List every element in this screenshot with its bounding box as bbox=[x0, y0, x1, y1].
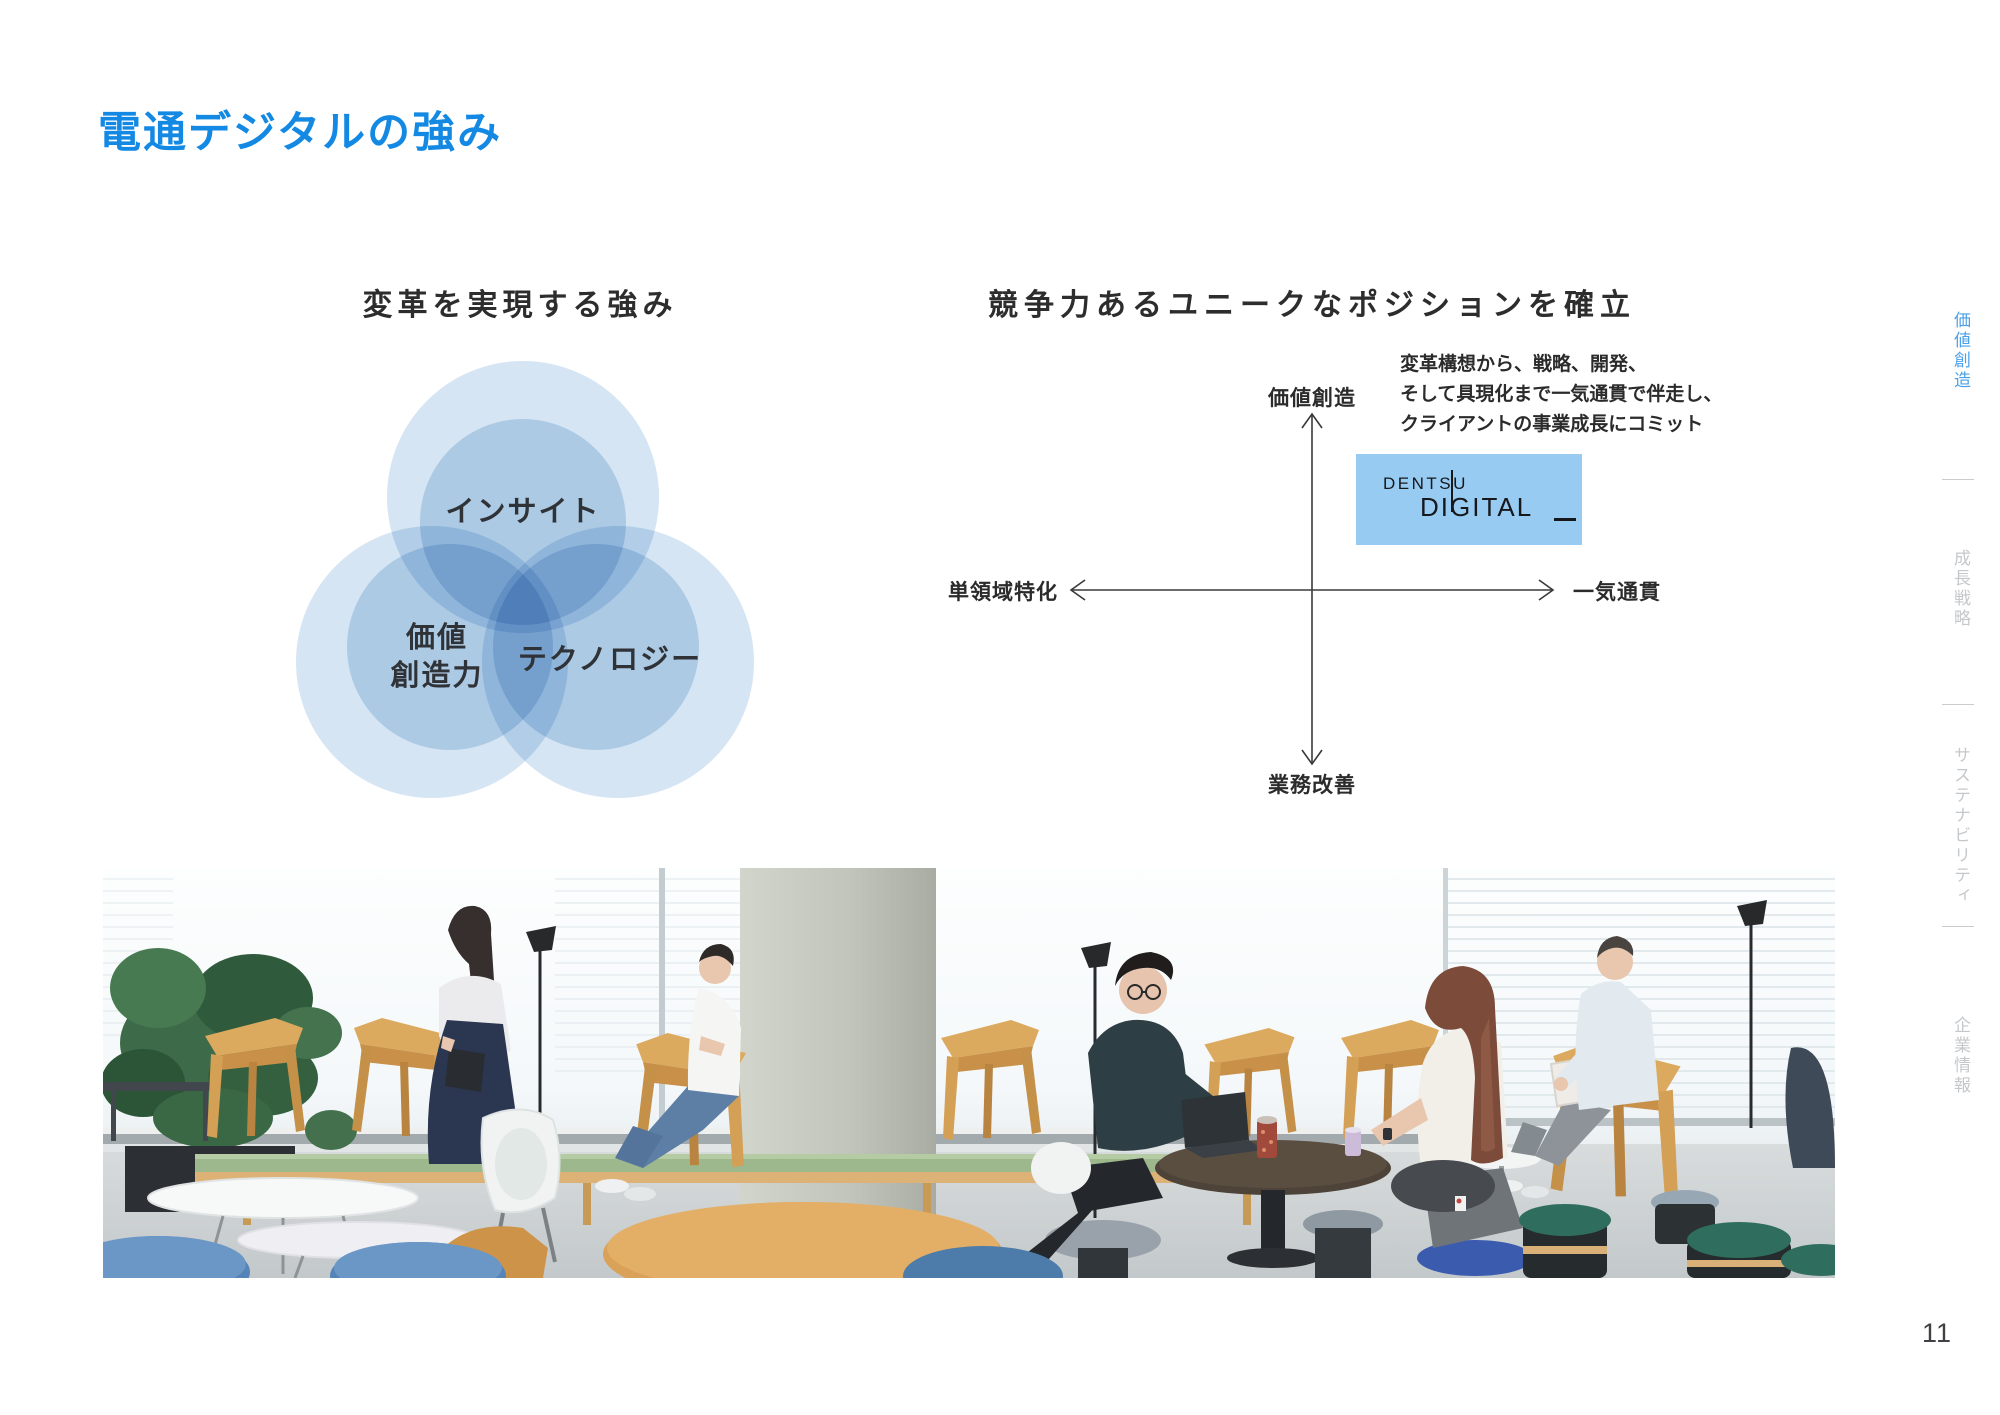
matrix-annotation: 変革構想から、戦略、開発、 そして具現化まで一気通貫で伴走し、 クライアントの事… bbox=[1400, 350, 1735, 440]
venn-circles bbox=[296, 361, 754, 798]
sidebar-divider bbox=[1942, 926, 1974, 927]
office-lounge-photo bbox=[66, 868, 1861, 1310]
matrix-axes bbox=[1069, 412, 1555, 766]
foreground-furniture bbox=[66, 1047, 1861, 1310]
page-title: 電通デジタルの強み bbox=[98, 109, 503, 157]
matrix-heading: 競争力あるユニークなポジションを確立 bbox=[988, 289, 1636, 322]
venn-diagram: インサイト 価値創造力 テクノロジー bbox=[284, 355, 764, 815]
position-matrix: 価値創造 業務改善 単領域特化 一気通貫 変革構想から、戦略、開発、 そして具現… bbox=[940, 350, 1722, 820]
venn-label-value-line2: 創造力 bbox=[390, 660, 484, 692]
sidebar-item-growth-strategy[interactable]: 成長戦略 bbox=[1951, 549, 1970, 629]
dentsu-digital-logo-box: DENTSU DIGITAL bbox=[1356, 454, 1582, 545]
sidebar-item-corporate-info[interactable]: 企業情報 bbox=[1951, 1016, 1970, 1096]
axis-label-right: 一気通貫 bbox=[1573, 581, 1661, 604]
axis-label-top: 価値創造 bbox=[1268, 387, 1356, 410]
sidebar-divider bbox=[1942, 479, 1974, 480]
annotation-line-2: そして具現化まで一気通貫で伴走し、 bbox=[1400, 384, 1723, 405]
page-number: 11 bbox=[1922, 1318, 1953, 1348]
dentsu-logo-text: DENTSU bbox=[1383, 474, 1468, 493]
axis-label-left: 単領域特化 bbox=[948, 581, 1058, 604]
venn-heading: 変革を実現する強み bbox=[362, 289, 678, 322]
logo-bar-decoration bbox=[1451, 470, 1453, 512]
logo-underscore-decoration bbox=[1554, 518, 1576, 521]
venn-label-value-creation: 価値創造力 bbox=[390, 619, 483, 695]
office-photo-illustration bbox=[66, 868, 1861, 1310]
seated-man-white-shirt bbox=[595, 944, 747, 1201]
venn-label-technology: テクノロジー bbox=[517, 644, 703, 676]
sidebar-item-value-creation[interactable]: 価値創造 bbox=[1951, 311, 1970, 391]
axis-label-bottom: 業務改善 bbox=[1268, 774, 1356, 797]
digital-logo-text: DIGITAL bbox=[1420, 492, 1534, 522]
console-table bbox=[103, 1082, 215, 1141]
sidebar-divider bbox=[1942, 704, 1974, 705]
sidebar-item-sustainability[interactable]: サステナビリティ bbox=[1951, 746, 1970, 906]
annotation-line-1: 変革構想から、戦略、開発、 bbox=[1400, 354, 1648, 375]
venn-label-value-line1: 価値 bbox=[405, 622, 469, 654]
central-meeting-group bbox=[1007, 952, 1533, 1278]
venn-label-insight: インサイト bbox=[445, 496, 601, 528]
floor-lamp-heads bbox=[526, 900, 1767, 968]
annotation-line-3: クライアントの事業成長にコミット bbox=[1400, 414, 1704, 435]
